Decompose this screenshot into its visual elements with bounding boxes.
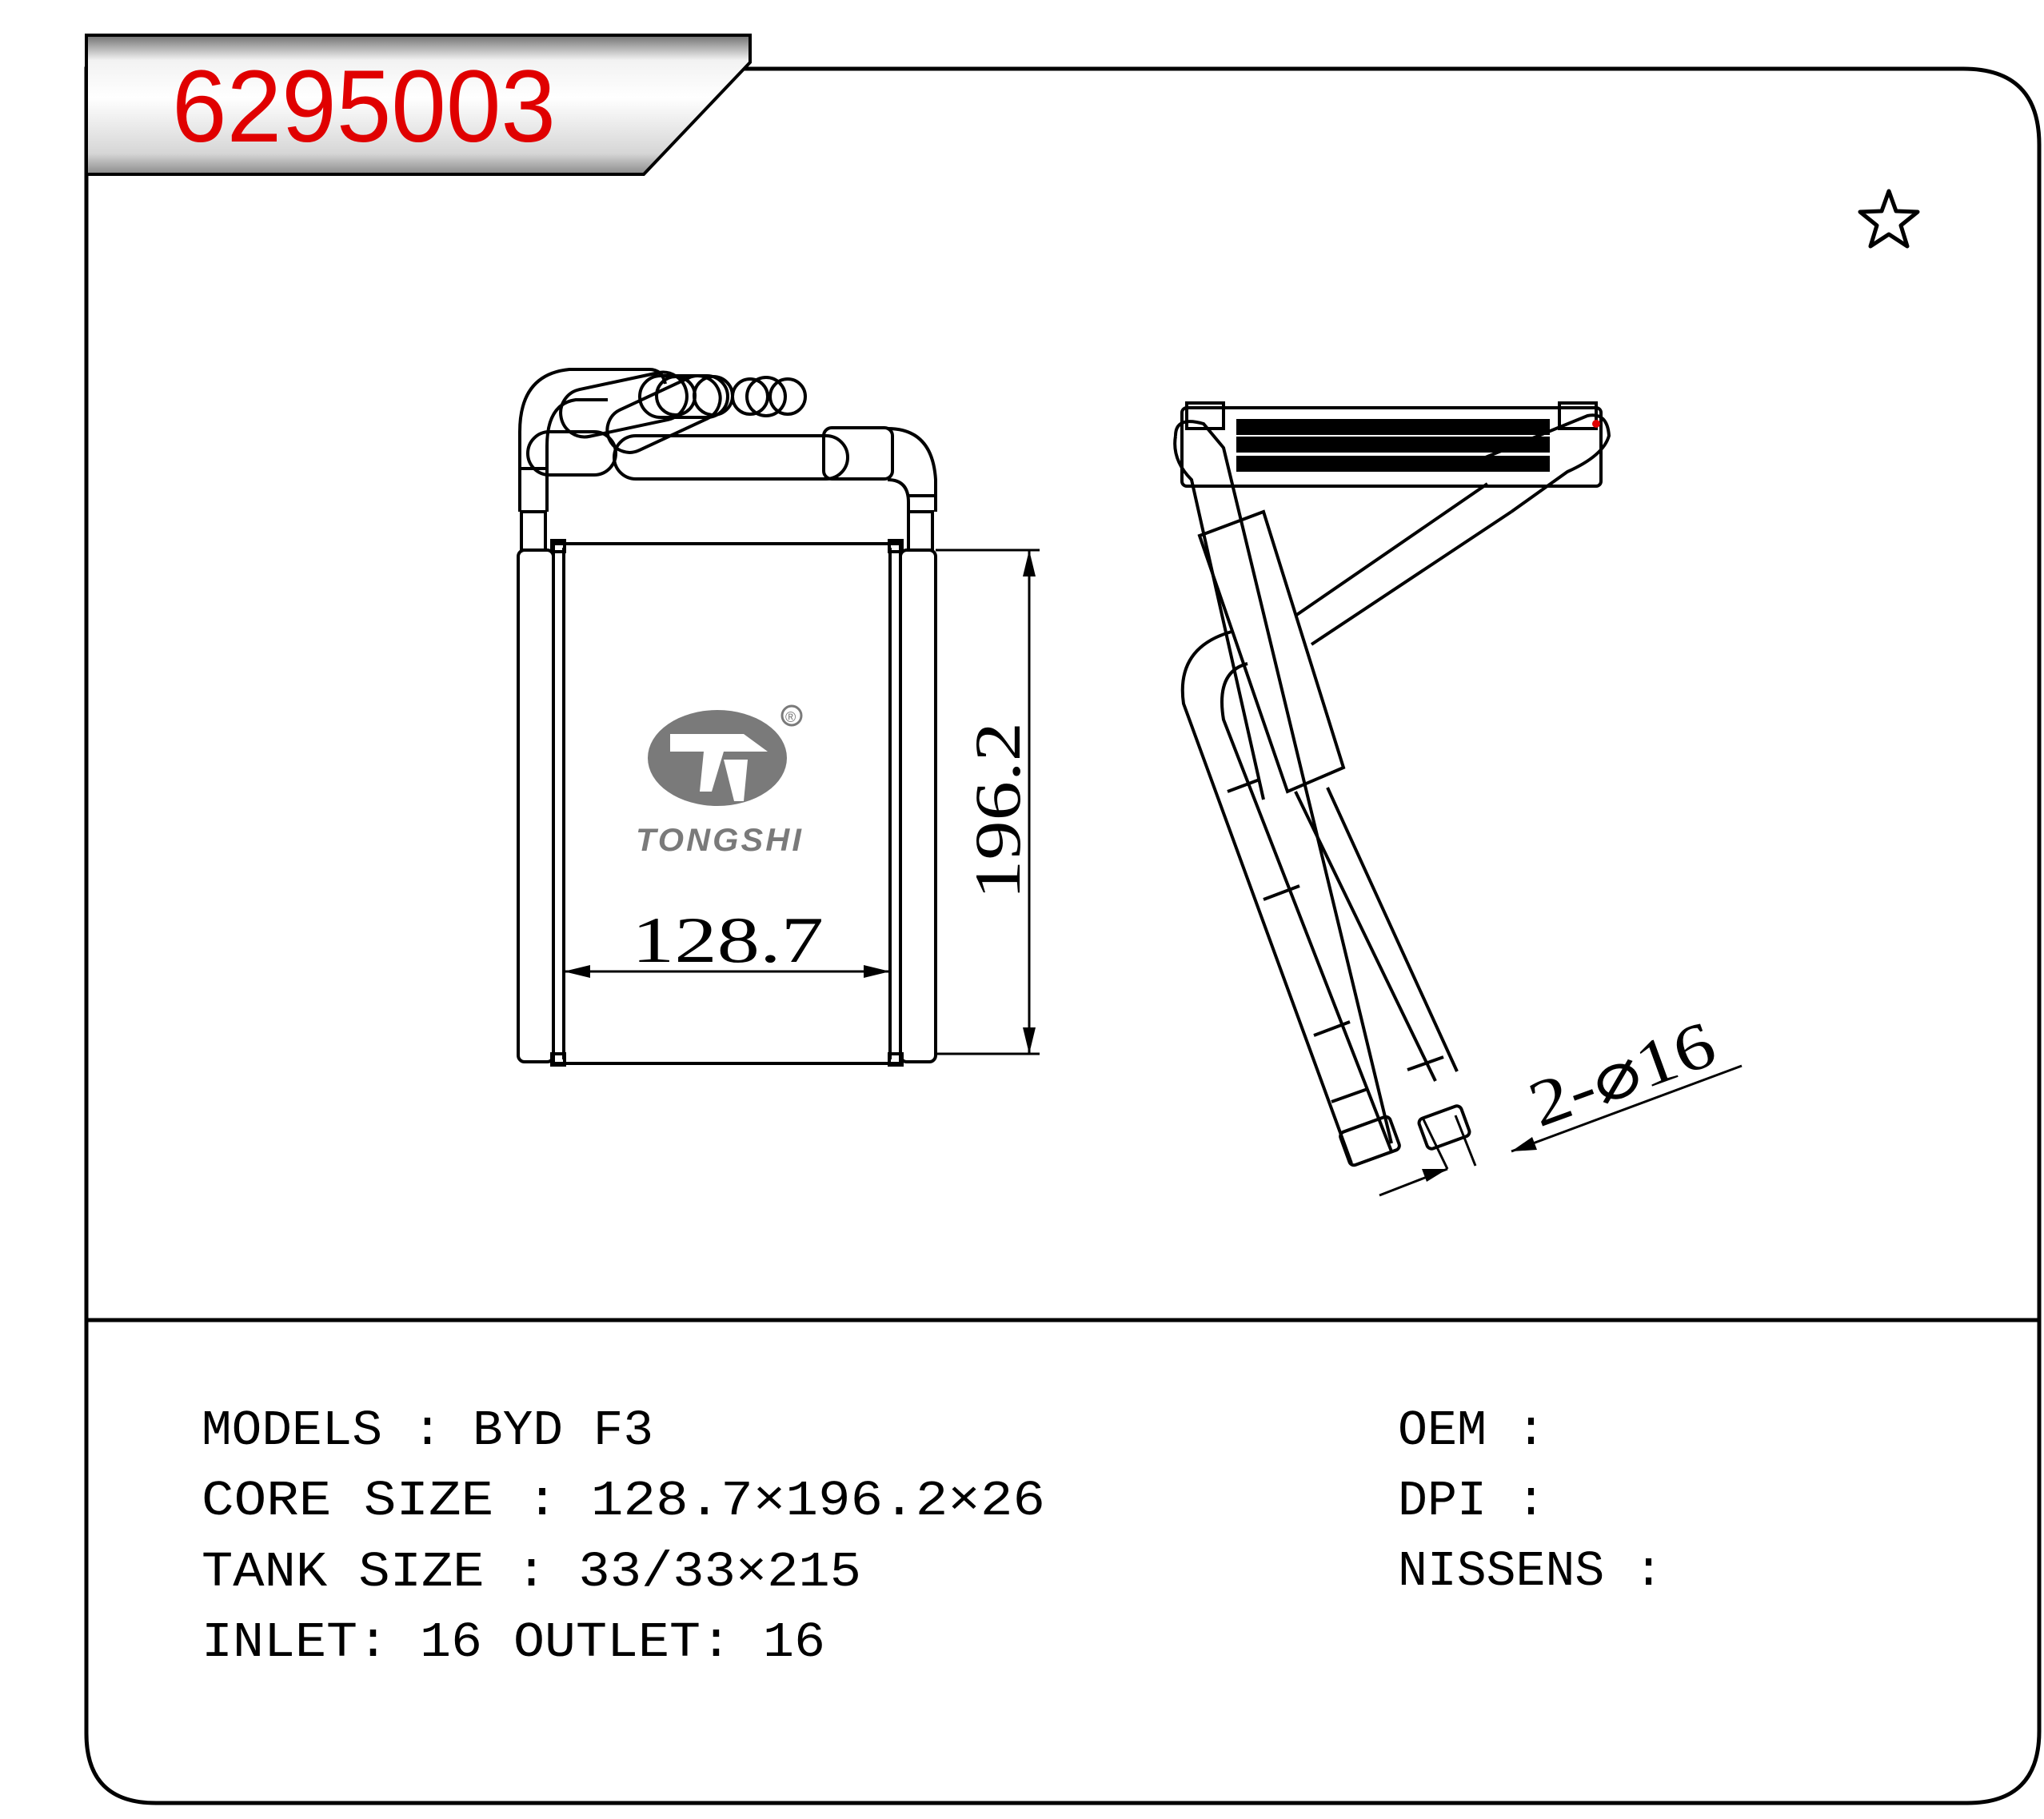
tongshi-logo: ® TONGSHI [636,704,804,858]
registered-mark: ® [785,709,796,725]
pipe-diameter-dimension [1379,1064,1743,1197]
height-dimension [936,548,1040,1055]
part-number-tab: 6295003 [85,34,752,176]
spec-nissens: NISSENS : [1398,1543,1663,1600]
spec-dpi: DPI : [1398,1473,1546,1530]
width-label: 128.7 [632,904,824,976]
spec-inlet-outlet: INLET: 16 OUTLET: 16 [202,1614,825,1671]
pipe-diameter-label: 2-⌀16 [1519,1007,1725,1141]
star-outline-icon[interactable] [1858,189,1920,249]
height-label: 196.2 [961,722,1034,900]
spec-oem: OEM : [1398,1402,1546,1459]
sheet-frame [84,66,2042,1805]
front-view-drawing [517,368,937,1067]
side-view-drawing [1173,401,1611,1167]
spec-core-size: CORE SIZE : 128.7×196.2×26 [202,1473,1045,1530]
spec-models: MODELS : BYD F3 [202,1402,653,1459]
spec-tank-size: TANK SIZE : 33/33×215 [202,1544,861,1601]
spec-block: MODELS : BYD F3 CORE SIZE : 128.7×196.2×… [202,1402,1663,1671]
part-number: 6295003 [172,50,556,164]
logo-name: TONGSHI [636,823,804,858]
width-dimension [564,965,890,978]
